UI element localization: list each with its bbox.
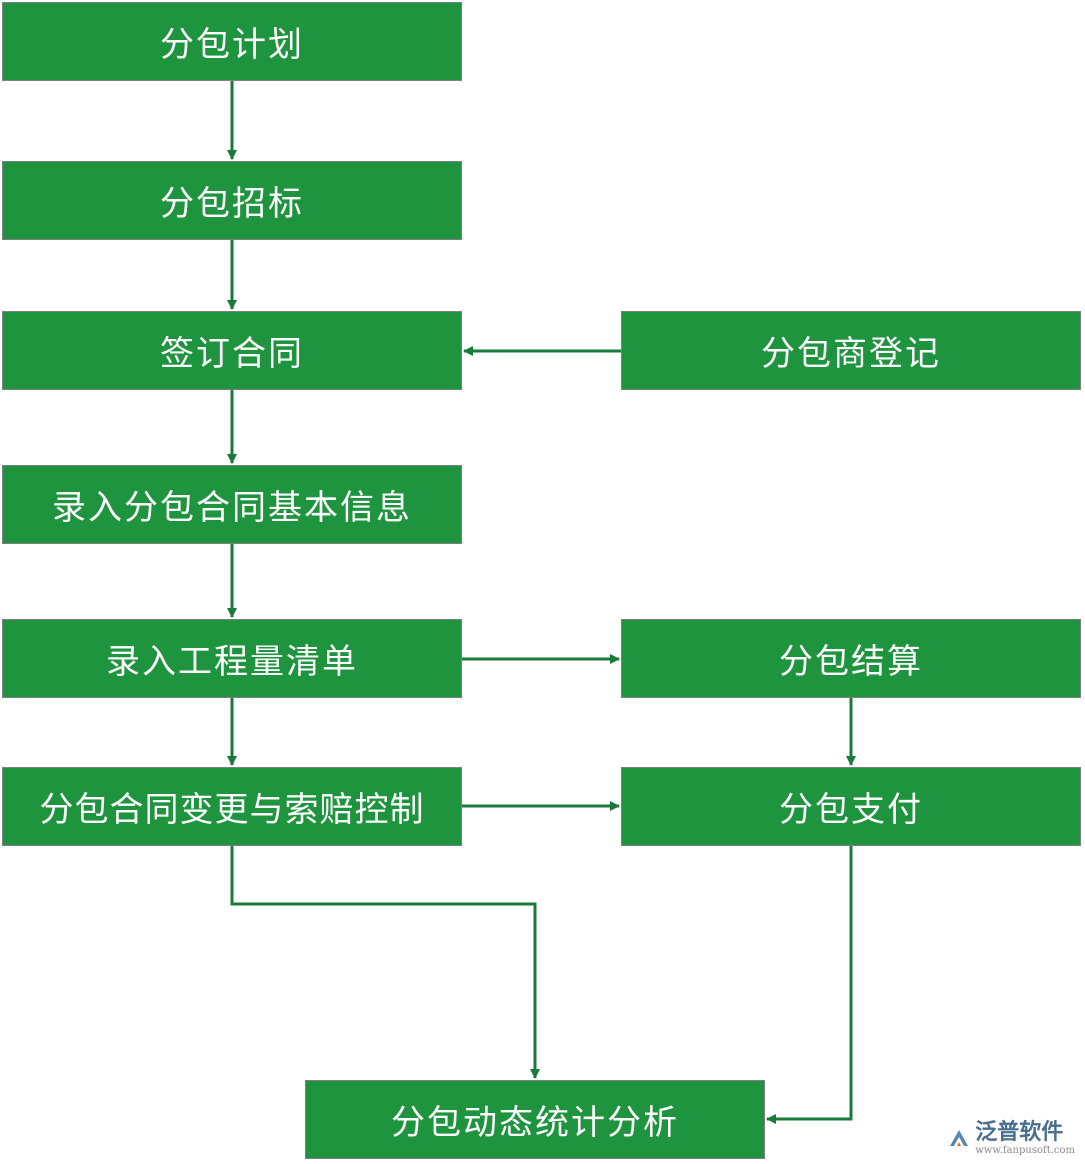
node-label: 分包招标	[160, 184, 304, 224]
node-label: 分包动态统计分析	[391, 1103, 679, 1143]
edge-change-claim-to-analysis	[230, 846, 540, 1079]
node-sign-contract: 签订合同	[2, 311, 462, 390]
node-enter-contract-basic-info: 录入分包合同基本信息	[2, 465, 462, 544]
node-subcontractor-registration: 分包商登记	[621, 311, 1081, 390]
node-label: 分包支付	[779, 790, 923, 830]
node-label: 分包结算	[779, 642, 923, 682]
node-change-and-claim-control: 分包合同变更与索赔控制	[2, 767, 462, 846]
logo-icon	[950, 1129, 969, 1146]
node-subcontract-plan: 分包计划	[2, 2, 462, 81]
node-enter-bill-of-quantities: 录入工程量清单	[2, 619, 462, 698]
node-subcontract-payment: 分包支付	[621, 767, 1081, 846]
node-label: 分包合同变更与索赔控制	[39, 790, 425, 830]
node-label: 签订合同	[160, 334, 304, 374]
node-label: 录入工程量清单	[106, 642, 358, 682]
watermark-name: 泛普软件	[975, 1120, 1064, 1145]
watermark-logo: 泛普软件 www.fanpusoft.com	[947, 1121, 1075, 1156]
watermark-url: www.fanpusoft.com	[975, 1145, 1075, 1156]
edge-pay-to-analysis	[766, 846, 853, 1124]
node-subcontract-settlement: 分包结算	[621, 619, 1081, 698]
node-dynamic-statistical-analysis: 分包动态统计分析	[305, 1080, 765, 1159]
node-label: 分包商登记	[761, 334, 941, 374]
node-subcontract-bidding: 分包招标	[2, 161, 462, 240]
node-label: 分包计划	[160, 25, 304, 65]
node-label: 录入分包合同基本信息	[52, 488, 412, 528]
